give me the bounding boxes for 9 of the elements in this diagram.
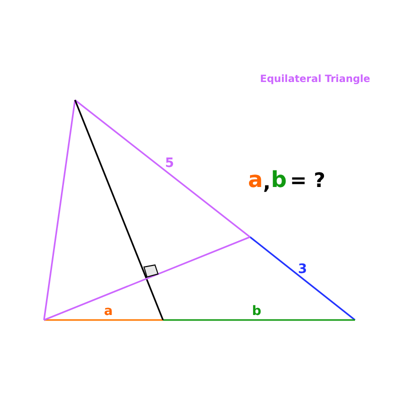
segment-label: a bbox=[104, 305, 113, 318]
comma-text: , bbox=[263, 172, 271, 192]
side-length-label: 5 bbox=[165, 157, 174, 170]
question-text: = ? bbox=[290, 170, 326, 190]
segment-label: b bbox=[252, 305, 262, 318]
variable-label: b bbox=[271, 170, 287, 192]
side-length-label: 3 bbox=[298, 263, 308, 276]
variable-label: a bbox=[248, 170, 263, 192]
title-text: Equilateral Triangle bbox=[260, 75, 370, 85]
